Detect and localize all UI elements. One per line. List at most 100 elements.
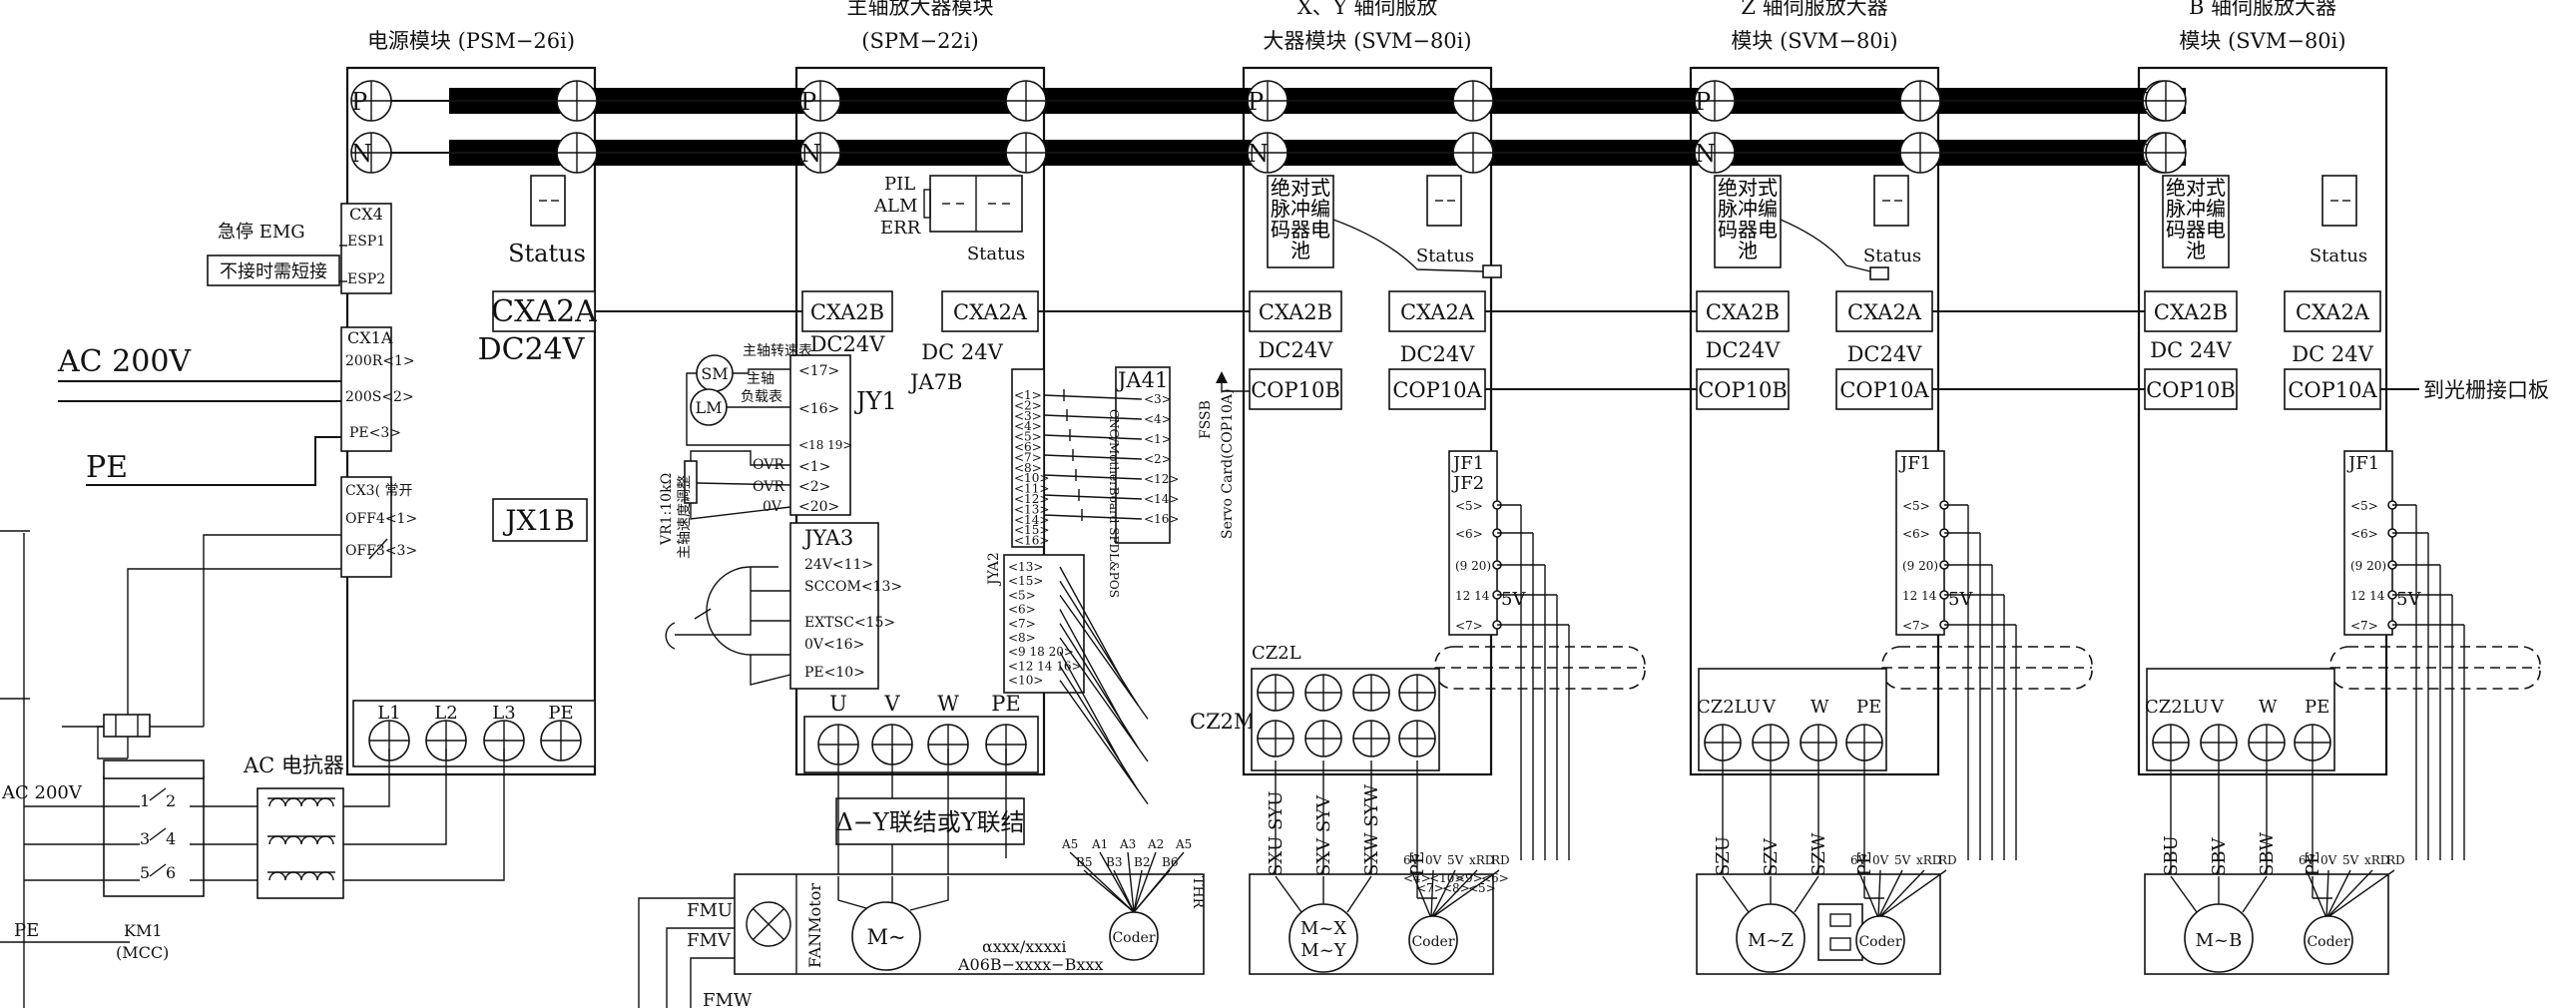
delta-y-label: Δ−Y联结或Y联结	[835, 808, 1024, 836]
svm_b-jf1-label: JF1	[2346, 453, 2379, 474]
svm-b-title-2: 模块 (SVM−80i)	[2179, 29, 2345, 53]
psm-dc24v-label: DC24V	[478, 332, 586, 367]
svm_z-sig-3: 5V	[1894, 853, 1911, 867]
load-meter-label-1: 主轴	[747, 371, 774, 387]
svm-b-cxa2a-port	[2284, 290, 2381, 332]
svm_xy-coder	[1408, 915, 1458, 965]
psm-jx1b-label: JX1B	[502, 504, 575, 537]
bus-terminal-n-1	[350, 132, 392, 174]
ja41-pin-5: <12>	[1144, 472, 1179, 486]
ja41-pin-labels: <3><4><1><2><12><14><16>	[1144, 392, 1179, 526]
motor-model-1: αxxx/xxxxi	[982, 937, 1066, 956]
svm_xy-jf-pin-2: <6>	[1455, 527, 1483, 541]
bus-terminal-n-out-4	[1899, 132, 1941, 174]
svm_xy-motor-label-1: M~X	[1300, 918, 1347, 939]
spm-pil-label: PIL	[884, 174, 915, 195]
psm-cxa2a-port	[492, 290, 596, 332]
ja7b-pin-8: <8>	[1014, 461, 1042, 475]
svm_b-sig-1: 6V	[2299, 853, 2316, 867]
svm_z-phase-head-1: V	[1762, 697, 1777, 718]
svm-xy-cop10a-port	[1388, 368, 1486, 410]
sm-label: SM	[701, 364, 728, 383]
svg-text:M~: M~	[866, 925, 905, 949]
svm-b-cxa2a-label: CXA2A	[2296, 300, 2370, 324]
fssb-arrow	[1216, 371, 1228, 383]
psm-terminal-2	[425, 720, 467, 761]
svm-xy-cxa2b-port	[1249, 290, 1342, 332]
svm_z-phase-head-3: PE	[1856, 697, 1881, 718]
fssb-label: FSSB	[1198, 400, 1214, 439]
reactor-label: AC 电抗器	[243, 754, 344, 777]
proximity-switch-loop	[706, 566, 790, 656]
svm-xy-status-led	[1426, 175, 1462, 227]
km1-label: KM1	[124, 921, 163, 940]
psm-cx1a-label: CX1A	[347, 328, 393, 347]
svm-z-cop10b-label: COP10B	[1698, 378, 1788, 402]
ja7b-pin-12: <13>	[1014, 502, 1049, 516]
svm-b-dc24v-b: DC 24V	[2292, 342, 2373, 366]
svm-z-cop10b-port	[1696, 368, 1790, 410]
spm-ja41-connector	[1115, 366, 1171, 544]
bus-terminals: PNPNPNPNPN	[350, 80, 2187, 174]
bus-terminal-n-out-3	[1452, 132, 1494, 174]
jy1-pin-17: <17>	[798, 363, 839, 379]
svm_z-jf-pin-4: 12 14	[1902, 589, 1937, 603]
jy1-pin-2: <2>	[798, 479, 830, 495]
spm-title-2: (SPM−22i)	[861, 29, 978, 53]
svm_xy-sig-pin-2: <7>	[1416, 881, 1444, 895]
psm-off3-label: OFF3<3>	[345, 543, 417, 559]
svm_xy-terminal-bot-4	[1398, 720, 1436, 757]
svm_b-phase-head-1: V	[2210, 697, 2225, 718]
psm-status-label: Status	[508, 240, 586, 267]
bus-terminal-n-out-1	[556, 132, 598, 174]
enc-pin-6: B5	[1076, 855, 1092, 869]
svm_b-jf-pin-5: <7>	[2350, 619, 2378, 633]
svm_b-sig-4: xRD	[2364, 853, 2389, 867]
bus-n-label-4: N	[1695, 140, 1716, 168]
svm_xy-motor-frame	[1249, 873, 1494, 975]
psm-cx3-label: CX3( 常开	[345, 483, 413, 499]
bus-terminal-p-3	[1247, 80, 1288, 122]
psm-title: 电源模块 (PSM−26i)	[367, 29, 575, 53]
reactor-coil-1	[268, 797, 334, 807]
svm_b-motor-label-1: M~B	[2196, 930, 2243, 951]
ja7b-pin-labels: <1><2><3><4><5><6><7><8><10><11><12><13>…	[1014, 388, 1049, 548]
svm-xy-title-2: 大器模块 (SVM−80i)	[1263, 29, 1471, 53]
svm-b-status-led	[2321, 175, 2357, 227]
svm_xy-sig-4: xRD	[1469, 853, 1494, 867]
ja41-pin-6: <14>	[1144, 492, 1179, 506]
svm_z-brake-icon	[1817, 903, 1863, 961]
psm-l1-label: L1	[377, 703, 400, 724]
psm-esp1-label: ESP1	[347, 234, 385, 250]
ja7b-pin-3: <3>	[1014, 409, 1042, 423]
zero-v-label: 0V	[763, 499, 782, 515]
svm_b-terminal-3	[2248, 724, 2286, 761]
enc-pin-4: A2	[1147, 837, 1164, 851]
bus-terminal-n-4	[1694, 132, 1736, 174]
jya2-pin-4: <6>	[1008, 603, 1036, 617]
svm_b-terminal-2	[2200, 724, 2238, 761]
psm-pe-label: PE	[548, 703, 573, 724]
svm-z-cxa2b-label: CXA2B	[1706, 300, 1780, 324]
svm_z-terminal-2	[1752, 724, 1790, 761]
svm_z-jf1-connector	[1895, 450, 1945, 636]
jya2-pin-labels: <13><15><5><6><7><8><9 18 20><12 14 16><…	[1008, 560, 1149, 805]
svm-xy-cxa2a-label: CXA2A	[1400, 300, 1475, 324]
emg-note-box	[207, 254, 340, 286]
bus-terminal-p-out-4	[1899, 80, 1941, 122]
svm-b-battery-label: 绝对式脉冲编码器电池	[2166, 178, 2226, 262]
emg-label: 急停 EMG	[218, 222, 305, 243]
spindle-motor	[851, 901, 921, 971]
svm_xy-cz2l-label: CZ2L	[1252, 643, 1301, 664]
lm-label: LM	[695, 398, 722, 417]
jya2-pin-3: <5>	[1008, 588, 1036, 602]
jya2-pin-6: <8>	[1008, 631, 1036, 645]
bus-n-label-2: N	[800, 140, 821, 168]
servo-card-label: Servo Card(COP10A)	[1220, 388, 1236, 539]
ac200v-small-label: AC 200V	[1, 782, 83, 803]
cz2m-label: CZ2M	[1190, 710, 1256, 734]
svm_xy-sig-2: 0V	[1425, 853, 1442, 867]
